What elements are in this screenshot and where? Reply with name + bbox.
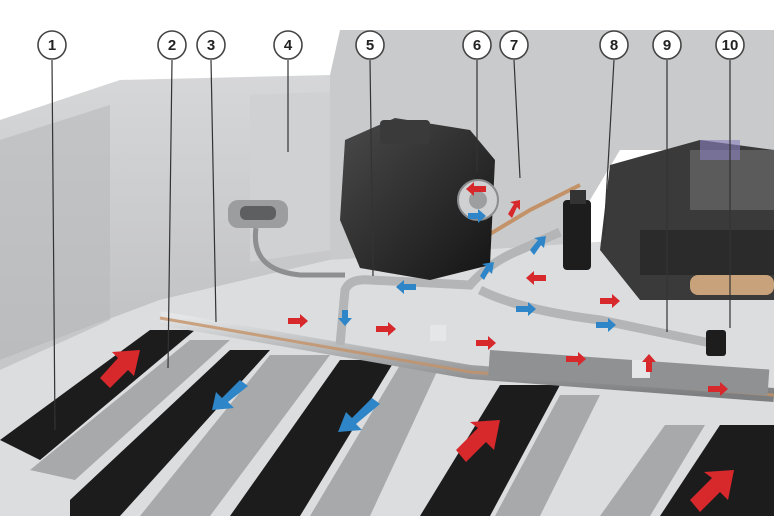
callout-label-10: 10 xyxy=(722,37,739,54)
flow-arrow-hot xyxy=(376,322,396,336)
callout-3: 3 xyxy=(196,30,226,60)
callout-label-3: 3 xyxy=(207,37,215,54)
flow-arrow-hot xyxy=(600,294,620,308)
callout-label-8: 8 xyxy=(610,37,618,54)
callout-2: 2 xyxy=(157,30,187,60)
flow-arrow-cold xyxy=(338,310,352,326)
flow-arrow-cold xyxy=(596,318,616,332)
callout-label-1: 1 xyxy=(48,37,56,54)
flow-arrow-cold xyxy=(468,209,486,223)
cooling-plate xyxy=(310,365,440,516)
flow-arrow-hot xyxy=(690,470,734,512)
flow-arrow-hot xyxy=(642,354,656,372)
flow-arrow-cold xyxy=(396,280,416,294)
module-strip xyxy=(70,350,270,516)
flow-arrow-cold xyxy=(530,236,546,255)
housing-left-panel xyxy=(0,105,110,370)
flow-arrows xyxy=(100,182,734,512)
flow-arrow-hot xyxy=(508,200,520,218)
copper-tube xyxy=(478,183,581,242)
flow-arrow-cold xyxy=(516,302,536,316)
callout-5: 5 xyxy=(355,30,385,60)
leader-line-8 xyxy=(603,59,615,237)
pipe-clip xyxy=(430,325,446,341)
callout-label-2: 2 xyxy=(168,37,176,54)
flow-arrow-hot xyxy=(100,350,140,388)
callout-label-9: 9 xyxy=(663,37,671,54)
leader-line-7 xyxy=(513,59,521,179)
module-strip xyxy=(420,385,560,516)
callout-8: 8 xyxy=(599,30,629,60)
coolant-pump xyxy=(340,118,499,280)
flow-arrow-hot xyxy=(566,352,586,366)
leader-line-5 xyxy=(369,59,374,277)
leader-line-3 xyxy=(210,59,217,323)
flow-arrow-hot xyxy=(456,420,500,462)
cooling-plate xyxy=(600,425,705,516)
callout-1: 1 xyxy=(37,30,67,60)
callout-9: 9 xyxy=(652,30,682,60)
callout-label-4: 4 xyxy=(284,37,293,54)
flow-arrow-cold xyxy=(212,380,248,410)
module-strip xyxy=(230,360,395,516)
callout-label-5: 5 xyxy=(366,37,374,54)
cooling-plate xyxy=(30,340,230,480)
module-strip xyxy=(0,330,195,460)
callout-7: 7 xyxy=(499,30,529,60)
callout-4: 4 xyxy=(273,30,303,60)
pipe-clip xyxy=(632,360,650,378)
cooling-plate xyxy=(140,355,330,516)
temperature-sensor xyxy=(706,330,726,356)
housing-inner-panel xyxy=(250,92,330,262)
wall-connector xyxy=(228,200,345,278)
flow-arrow-cold xyxy=(338,398,380,432)
callouts: 1 2 3 4 5 6 7 8 xyxy=(37,30,745,60)
leader-line-1 xyxy=(51,59,56,431)
module-strip xyxy=(660,425,774,516)
flow-arrow-hot xyxy=(466,182,486,196)
flow-arrow-hot xyxy=(708,382,728,396)
callout-10: 10 xyxy=(715,30,745,60)
cooling-plates xyxy=(0,330,774,516)
control-electronics xyxy=(600,140,774,300)
lower-manifold xyxy=(488,350,770,396)
callout-label-6: 6 xyxy=(473,37,481,54)
callout-leaders xyxy=(51,59,731,431)
flow-arrow-hot xyxy=(526,271,546,285)
flow-arrow-hot xyxy=(476,336,496,350)
callout-label-7: 7 xyxy=(510,37,518,54)
cooling-plate xyxy=(495,395,600,516)
callout-6: 6 xyxy=(462,30,492,60)
flow-arrow-hot xyxy=(288,314,308,328)
control-valve xyxy=(563,190,591,270)
leader-line-2 xyxy=(167,59,173,369)
flow-arrow-cold xyxy=(480,262,494,280)
return-pipe xyxy=(335,227,562,346)
